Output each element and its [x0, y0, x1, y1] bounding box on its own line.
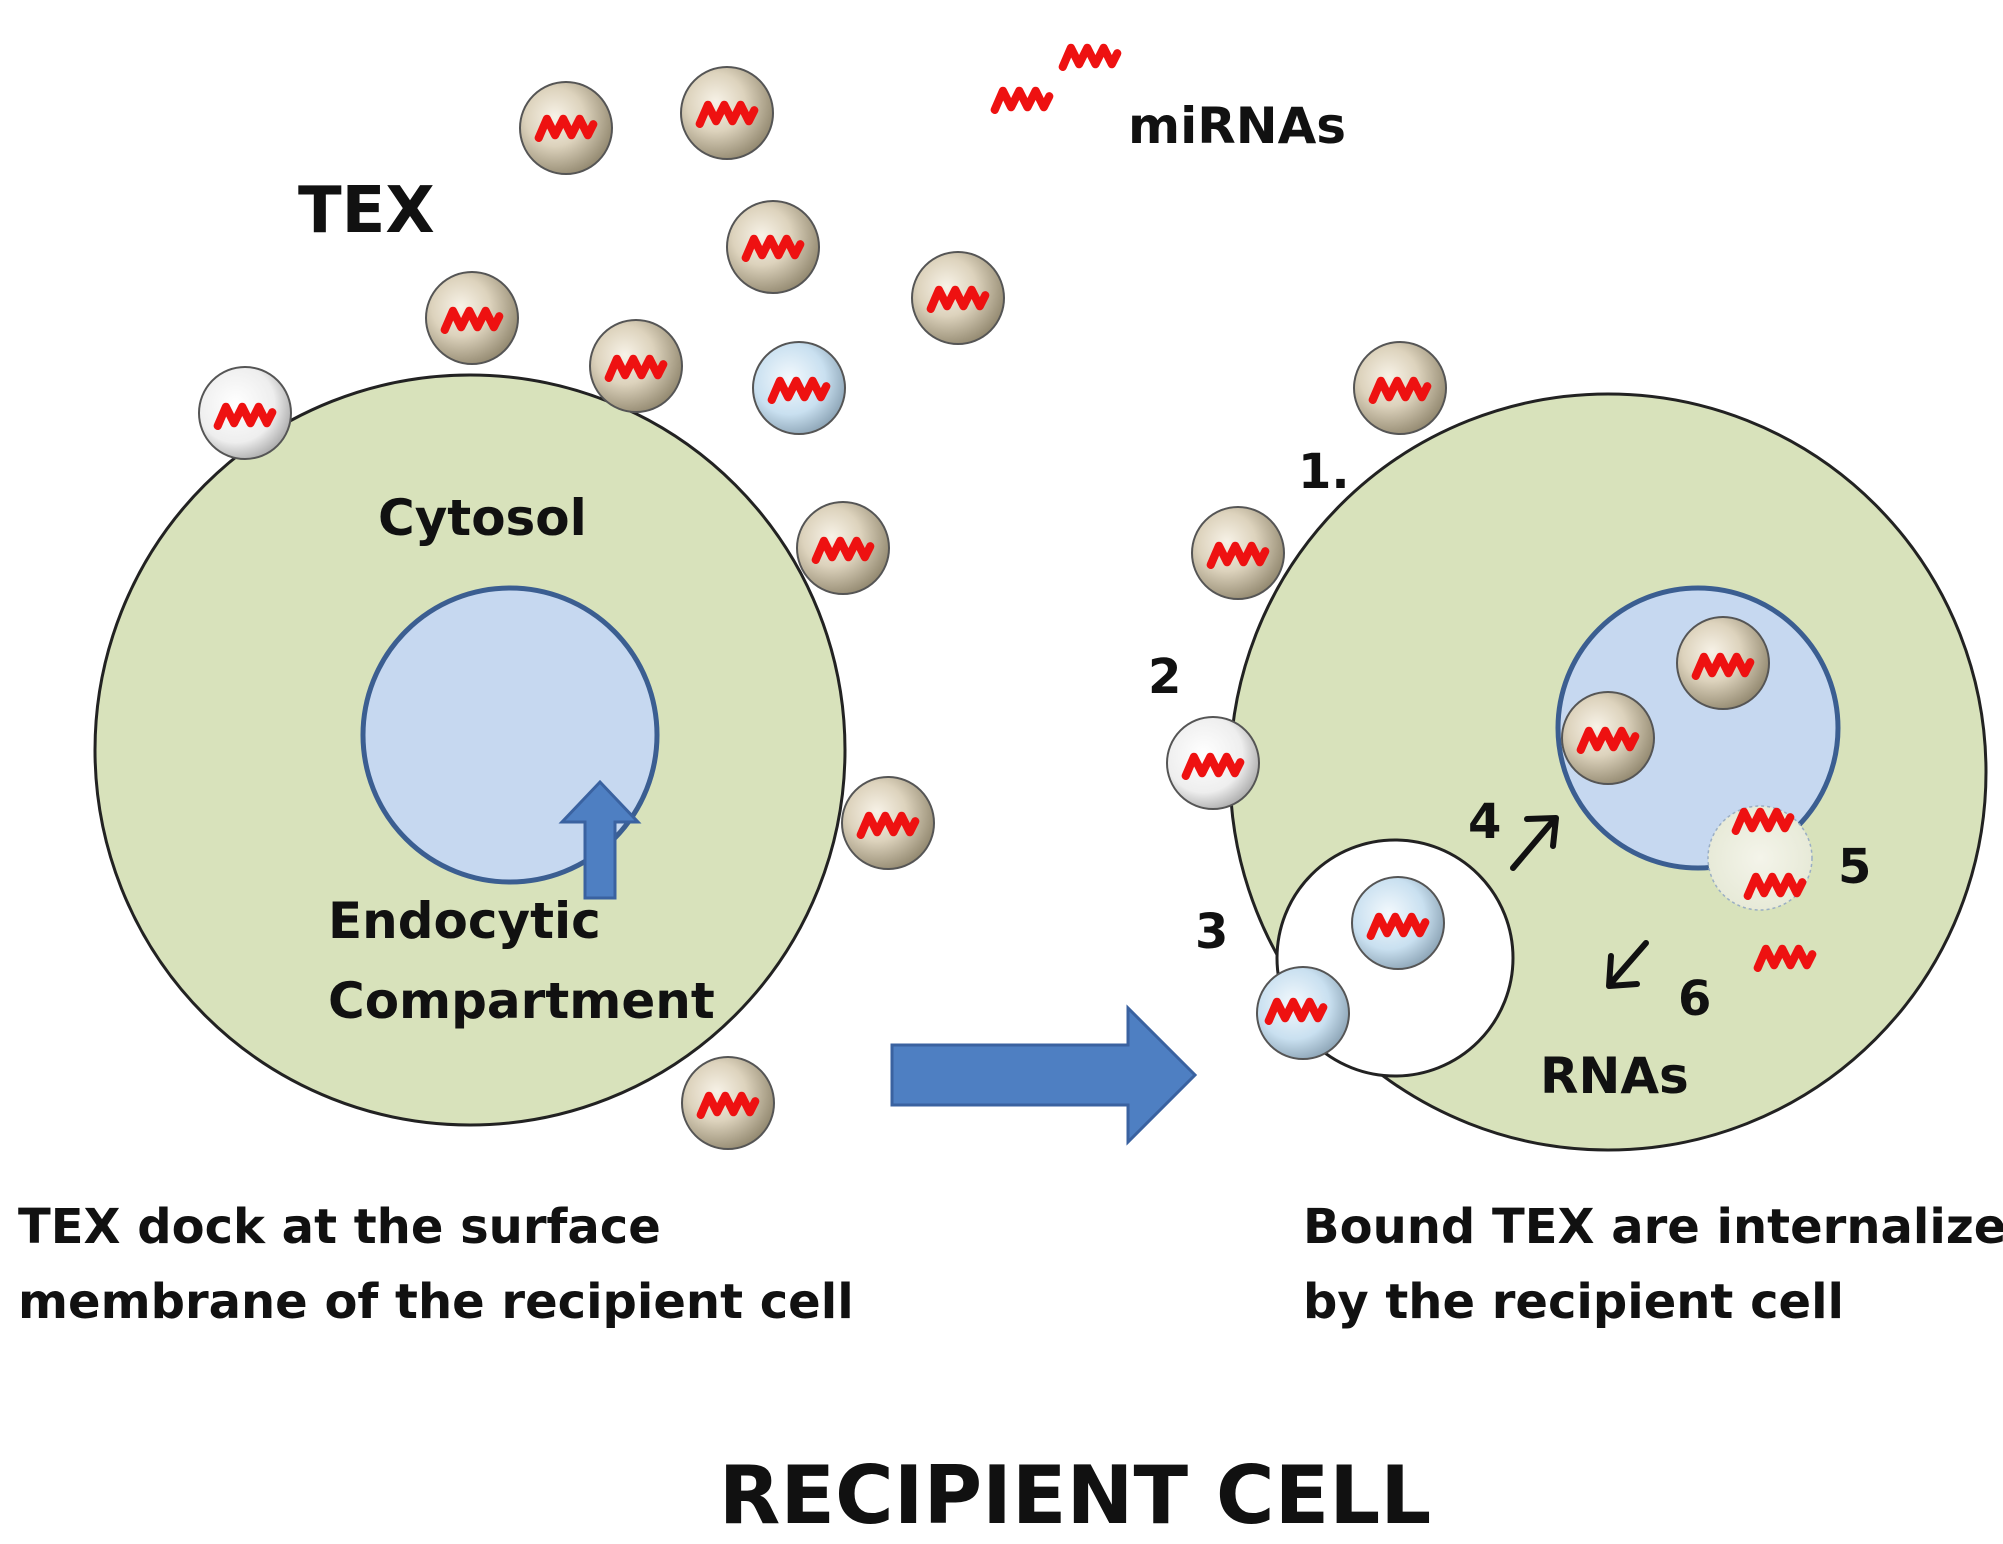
tex-vesicle: [911, 251, 1005, 345]
internalized-tex-vesicle: [1351, 876, 1445, 970]
step-4-label: 4: [1468, 794, 1501, 850]
step4-arrow: [1510, 815, 1559, 871]
compartment-label: Compartment: [328, 972, 715, 1030]
left-caption-line1: TEX dock at the surface: [18, 1199, 661, 1255]
right-caption-line1: Bound TEX are internalized: [1303, 1199, 2003, 1255]
step6-arrow: [1606, 940, 1649, 989]
step-5-label: 5: [1838, 839, 1871, 895]
transition-arrow: [890, 1004, 1198, 1146]
tex-vesicle: [589, 319, 683, 413]
budding-tex-vesicle: [1256, 966, 1350, 1060]
cytosol-label: Cytosol: [378, 489, 587, 547]
tex-vesicle: [726, 200, 820, 294]
bound-tex-vesicle: [1353, 341, 1447, 435]
step-6-label: 6: [1678, 971, 1711, 1027]
endosome-tex-vesicle: [1676, 616, 1770, 710]
endosome-tex-vesicle: [1561, 691, 1655, 785]
docked-tex-vesicle: [796, 501, 890, 595]
tex-vesicle-light: [752, 341, 846, 435]
mirna-strand: [995, 91, 1050, 110]
footer-title: RECIPIENT CELL: [719, 1449, 1431, 1542]
docked-tex-vesicle: [198, 366, 292, 460]
step-2-label: 2: [1148, 649, 1181, 705]
tex-vesicle: [425, 271, 519, 365]
docked-tex-vesicle: [681, 1056, 775, 1150]
docked-tex-vesicle: [841, 776, 935, 870]
tex-label: TEX: [298, 174, 435, 248]
mirnas-label: miRNAs: [1128, 97, 1346, 155]
endocytic-label: Endocytic: [328, 892, 601, 950]
bound-tex-vesicle: [1191, 506, 1285, 600]
step-3-label: 3: [1195, 904, 1228, 960]
tex-vesicle: [680, 66, 774, 160]
uptake-arrow-up: [558, 779, 642, 900]
step-1-label: 1.: [1298, 444, 1350, 500]
mirna-strand: [1063, 48, 1118, 67]
tex-vesicle: [519, 81, 613, 175]
bound-tex-vesicle: [1166, 716, 1260, 810]
right-caption-line2: by the recipient cell: [1303, 1274, 1844, 1330]
rnas-label: RNAs: [1540, 1047, 1689, 1105]
left-caption-line2: membrane of the recipient cell: [18, 1274, 854, 1330]
